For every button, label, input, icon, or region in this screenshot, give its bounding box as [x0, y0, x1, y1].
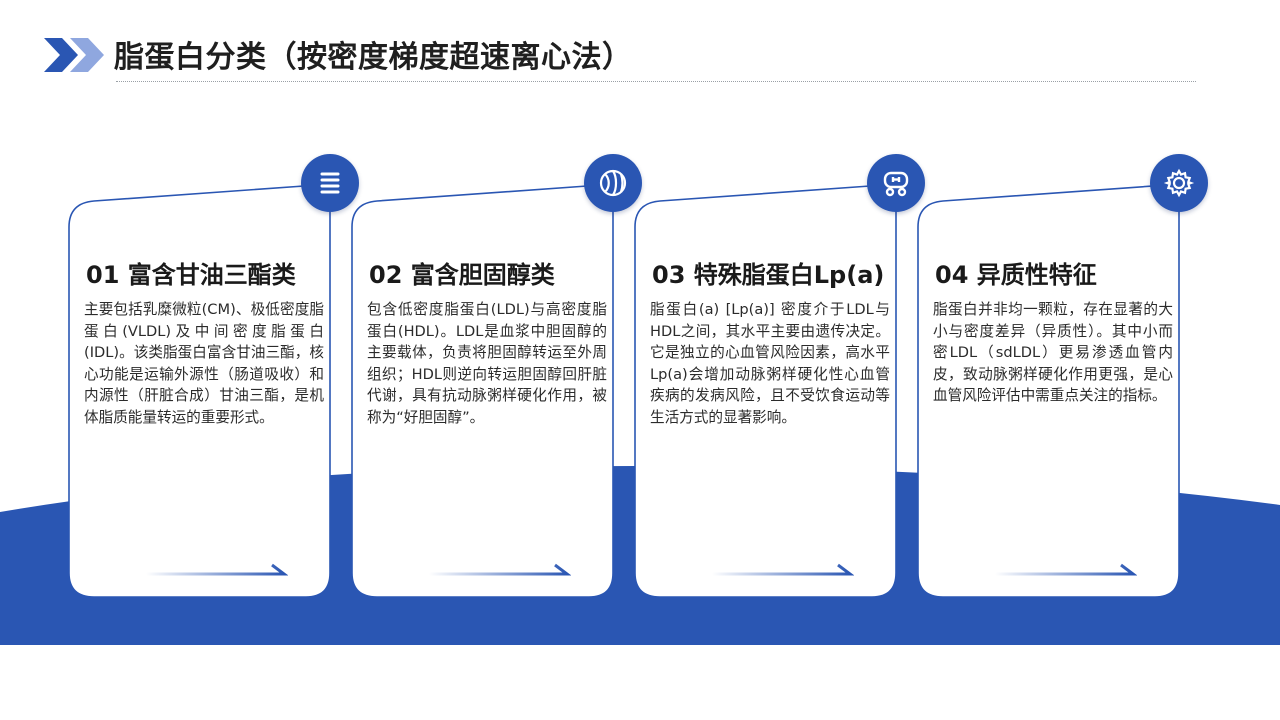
arrow-icon	[712, 563, 854, 576]
card-body: 主要包括乳糜微粒(CM)、极低密度脂蛋白(VLDL)及中间密度脂蛋白(IDL)。…	[84, 301, 324, 426]
vehicle-icon	[867, 154, 925, 212]
card-body: 脂蛋白(a) [Lp(a)] 密度介于LDL与HDL之间，其水平主要由遗传决定。…	[650, 301, 890, 426]
arrow-icon	[146, 563, 288, 576]
list-icon	[301, 154, 359, 212]
card-background	[917, 184, 1180, 598]
card-background	[634, 184, 897, 598]
card-title: 01 富含甘油三酯类	[86, 261, 296, 289]
card-background	[68, 184, 331, 598]
card-title: 04 异质性特征	[935, 261, 1097, 289]
page-title: 脂蛋白分类（按密度梯度超速离心法）	[114, 40, 633, 75]
card-title: 02 富含胆固醇类	[369, 261, 555, 289]
ball-icon	[584, 154, 642, 212]
card-cholesterol: 02 富含胆固醇类 包含低密度脂蛋白(LDL)与高密度脂蛋白(HDL)。LDL是…	[351, 175, 619, 601]
card-body: 包含低密度脂蛋白(LDL)与高密度脂蛋白(HDL)。LDL是血浆中胆固醇的主要载…	[367, 301, 607, 426]
card-title: 03 特殊脂蛋白Lp(a)	[652, 261, 885, 289]
gear-icon	[1150, 154, 1208, 212]
card-background	[351, 184, 614, 598]
double-chevron-icon	[44, 38, 104, 72]
arrow-icon	[429, 563, 571, 576]
card-body: 脂蛋白并非均一颗粒，存在显著的大小与密度差异（异质性）。其中小而密LDL（sdL…	[933, 301, 1173, 404]
title-divider	[116, 81, 1196, 82]
card-heterogeneity: 04 异质性特征 脂蛋白并非均一颗粒，存在显著的大小与密度差异（异质性）。其中小…	[917, 175, 1185, 601]
arrow-icon	[995, 563, 1137, 576]
card-lpa: 03 特殊脂蛋白Lp(a) 脂蛋白(a) [Lp(a)] 密度介于LDL与HDL…	[634, 175, 902, 601]
card-triglyceride: 01 富含甘油三酯类 主要包括乳糜微粒(CM)、极低密度脂蛋白(VLDL)及中间…	[68, 175, 336, 601]
